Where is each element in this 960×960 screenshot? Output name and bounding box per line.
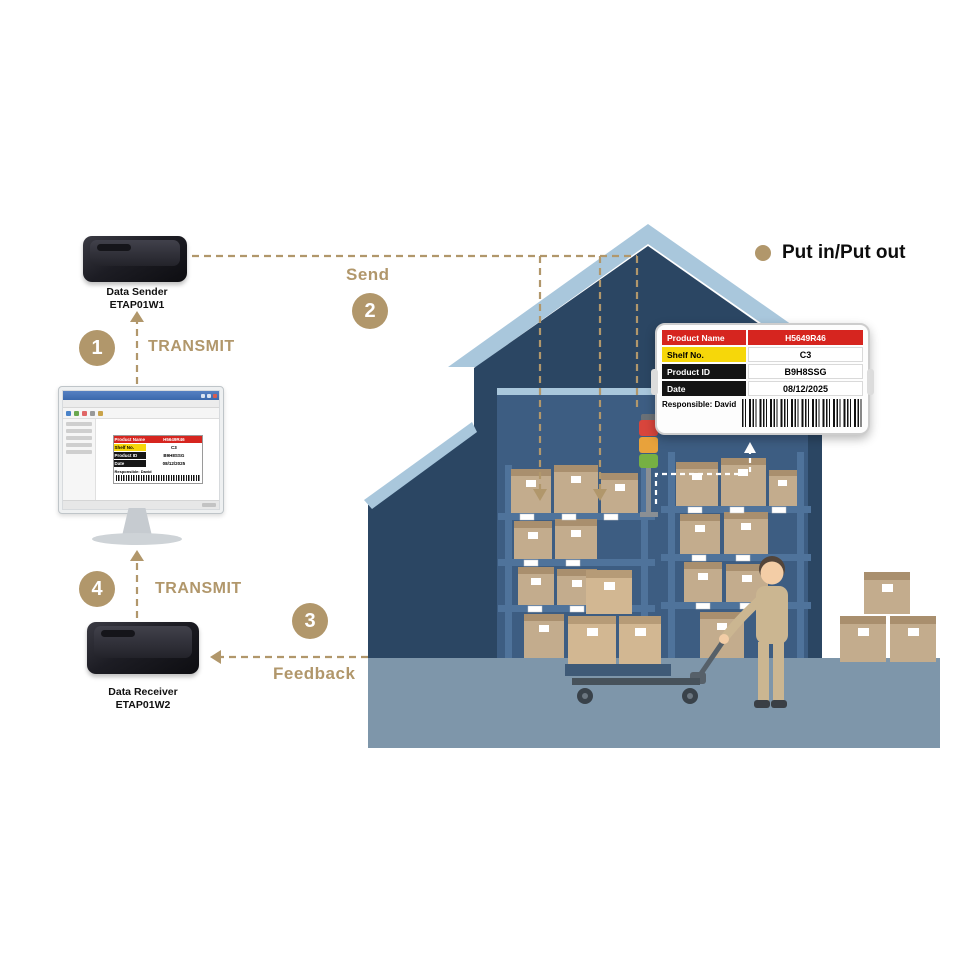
mini-barcode bbox=[115, 475, 200, 481]
transmit-label-1: TRANSMIT bbox=[148, 338, 235, 355]
device-ridge bbox=[97, 244, 131, 251]
app-menubar bbox=[63, 400, 219, 408]
label-pointer-arrow bbox=[654, 442, 756, 504]
mini-shelf-value: C3 bbox=[170, 445, 177, 450]
esl-product-name-label: Product Name bbox=[662, 330, 746, 345]
esl-product-id-label: Product ID bbox=[662, 364, 746, 379]
mini-responsible: Responsible: David bbox=[114, 469, 152, 474]
data-receiver-caption: Data Receiver ETAP01W2 bbox=[78, 686, 208, 712]
esl-date-label: Date bbox=[662, 381, 746, 396]
mini-product-id-label: Product ID bbox=[113, 452, 147, 459]
transmit-label-4: TRANSMIT bbox=[155, 580, 242, 597]
step-badge-1: 1 bbox=[79, 330, 115, 366]
data-receiver-model: ETAP01W2 bbox=[115, 699, 171, 712]
step-badge-2: 2 bbox=[352, 293, 388, 329]
mini-shelf-label: Shelf No. bbox=[113, 444, 147, 451]
app-titlebar bbox=[63, 391, 219, 400]
mini-product-name-value: H5649R46 bbox=[146, 436, 202, 443]
toolbar-icon bbox=[66, 410, 71, 416]
toolbar-icon bbox=[90, 410, 95, 416]
esl-product-id-value: B9H8SSG bbox=[748, 364, 863, 379]
flow-arrows bbox=[135, 254, 639, 659]
toolbar-icon bbox=[74, 410, 79, 416]
data-sender-model: ETAP01W1 bbox=[109, 299, 165, 312]
mini-date-label: Date bbox=[113, 460, 147, 467]
mini-date-value: 08/12/2025 bbox=[162, 461, 186, 466]
app-statusbar bbox=[63, 500, 219, 509]
shelf-tags-left bbox=[519, 513, 619, 613]
pallet-boxes bbox=[565, 570, 671, 676]
esl-clip-right bbox=[867, 369, 874, 395]
step-number: 2 bbox=[364, 299, 376, 322]
app-toolbar bbox=[63, 408, 219, 419]
flow-arrowheads bbox=[130, 311, 607, 664]
esl-date-value: 08/12/2025 bbox=[748, 381, 863, 396]
device-ridge bbox=[101, 630, 135, 637]
step-number: 3 bbox=[304, 609, 316, 632]
stacked-boxes-right bbox=[840, 572, 936, 662]
data-sender-name: Data Sender bbox=[106, 286, 168, 298]
toolbar-icon bbox=[98, 410, 103, 416]
esl-clip-left bbox=[651, 369, 658, 395]
put-in-out-label: Put in/Put out bbox=[782, 242, 906, 263]
close-icon bbox=[213, 393, 217, 398]
feedback-label: Feedback bbox=[273, 664, 356, 683]
mini-product-id-value: B9H8SSG bbox=[163, 453, 185, 458]
step-number: 1 bbox=[91, 336, 103, 359]
esl-label-card: Product Name H5649R46 Shelf No. C3 Produ… bbox=[651, 323, 874, 435]
worker-figure bbox=[719, 556, 788, 708]
signal-tower-icon bbox=[639, 414, 658, 517]
monitor-stand-base bbox=[92, 533, 182, 545]
step-badge-3: 3 bbox=[292, 603, 328, 639]
mini-product-name-label: Product Name bbox=[113, 436, 147, 443]
put-in-out-dot bbox=[755, 245, 771, 261]
step-badge-4: 4 bbox=[79, 571, 115, 607]
toolbar-icon bbox=[82, 410, 87, 416]
app-side-panel bbox=[63, 419, 96, 500]
esl-product-name-value: H5649R46 bbox=[748, 330, 863, 345]
esl-shelf-label: Shelf No. bbox=[662, 347, 746, 362]
esl-barcode bbox=[742, 399, 863, 427]
data-sender-caption: Data Sender ETAP01W1 bbox=[72, 286, 202, 312]
data-sender-device bbox=[83, 236, 187, 282]
data-receiver-name: Data Receiver bbox=[108, 686, 178, 698]
step-number: 4 bbox=[91, 577, 103, 600]
data-receiver-device bbox=[87, 622, 199, 674]
send-label: Send bbox=[346, 265, 390, 284]
pallet-jack bbox=[572, 637, 727, 704]
esl-responsible: Responsible: David bbox=[662, 400, 737, 409]
esl-shelf-value: C3 bbox=[748, 347, 863, 362]
